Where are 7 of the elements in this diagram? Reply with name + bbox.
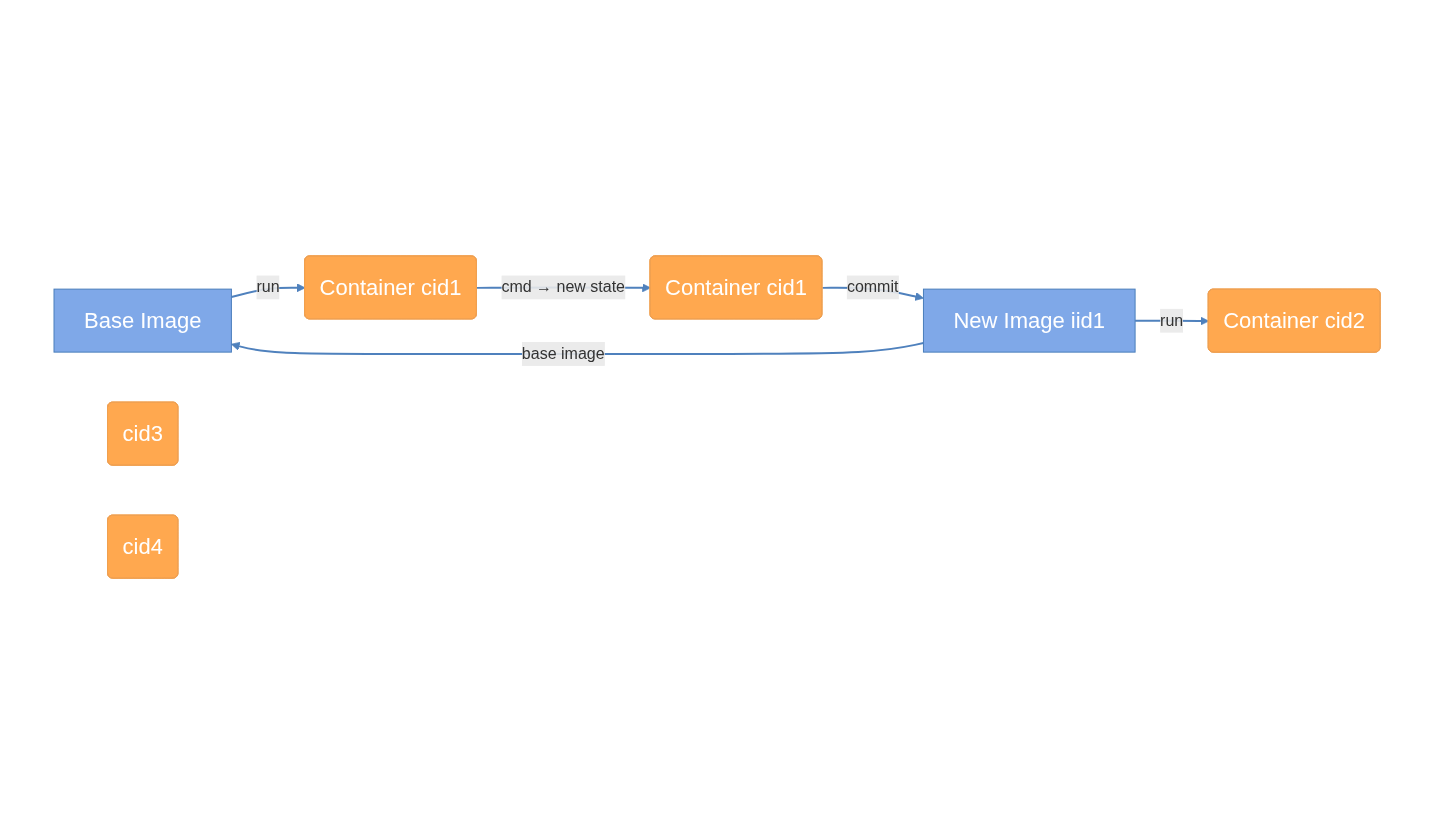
node-box: Base Image (53, 288, 233, 353)
edge-label: base image (522, 344, 606, 362)
edge-label: commit (847, 277, 899, 295)
edge-label: run (256, 277, 280, 295)
edge-label: cmd → new state (501, 277, 626, 295)
edge-label: run (1160, 311, 1184, 329)
node-box: New Image iid1 (923, 288, 1137, 353)
